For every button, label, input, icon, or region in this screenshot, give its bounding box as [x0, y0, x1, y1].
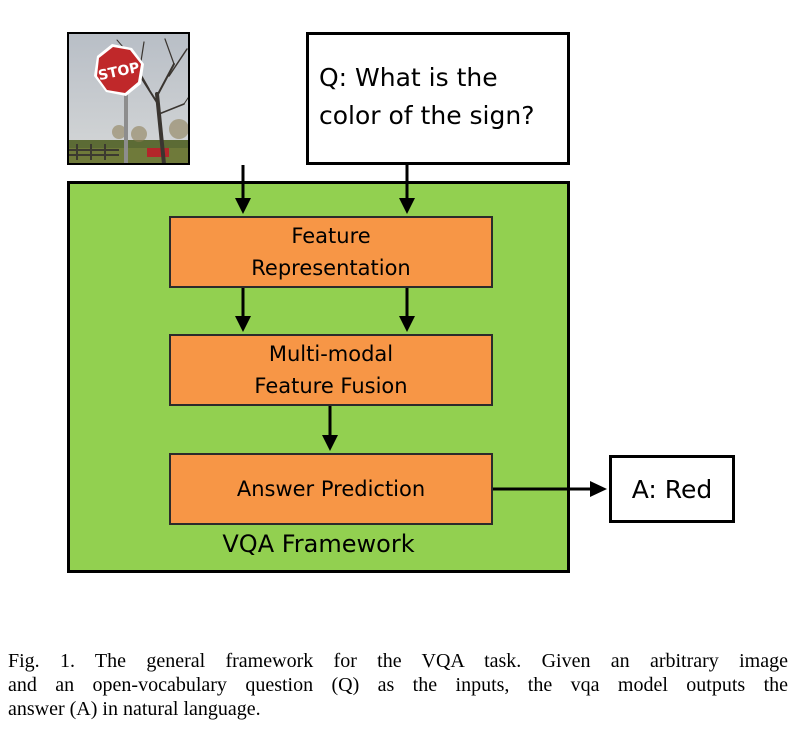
caption-line-1: Fig. 1. The general framework for the VQ… [8, 650, 788, 672]
answer-prediction-block: Answer Prediction [169, 453, 493, 525]
arrow-image-to-features [235, 165, 251, 214]
multimodal-fusion-block: Multi-modal Feature Fusion [169, 334, 493, 406]
framework-label: VQA Framework [222, 530, 415, 558]
caption-line-2: and an open-vocabulary question (Q) as t… [8, 674, 788, 696]
answer-box: A: Red [609, 455, 735, 523]
arrow-features-to-fusion-right [399, 288, 415, 332]
stop-sign-photo-icon: STOP [69, 34, 188, 163]
arrow-question-to-features [399, 165, 415, 214]
arrow-features-to-fusion-left [235, 288, 251, 332]
input-image-stop-sign: STOP [67, 32, 190, 165]
arrow-fusion-to-prediction [322, 406, 338, 451]
feature-representation-block: Feature Representation [169, 216, 493, 288]
arrow-prediction-to-answer [493, 481, 607, 497]
caption-line-3: answer (A) in natural language. [8, 698, 261, 720]
figure-caption: Fig. 1. The general framework for the VQ… [8, 649, 788, 721]
question-box: Q: What is the color of the sign? [306, 32, 570, 165]
